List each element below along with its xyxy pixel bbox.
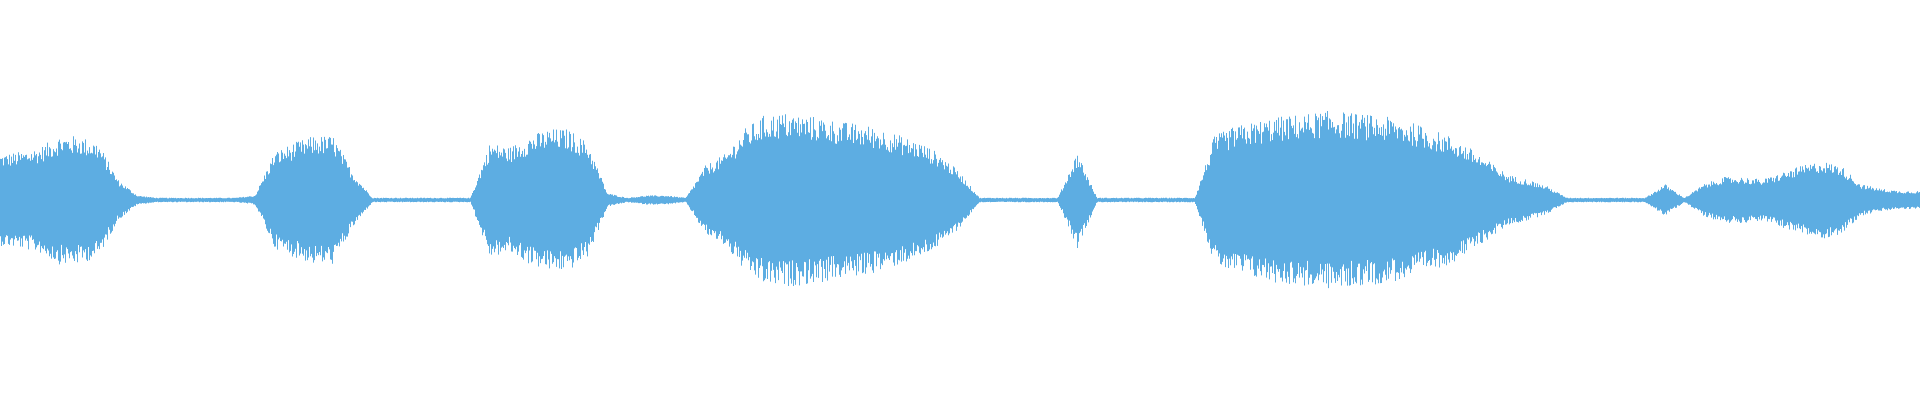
audio-waveform (0, 111, 1920, 289)
